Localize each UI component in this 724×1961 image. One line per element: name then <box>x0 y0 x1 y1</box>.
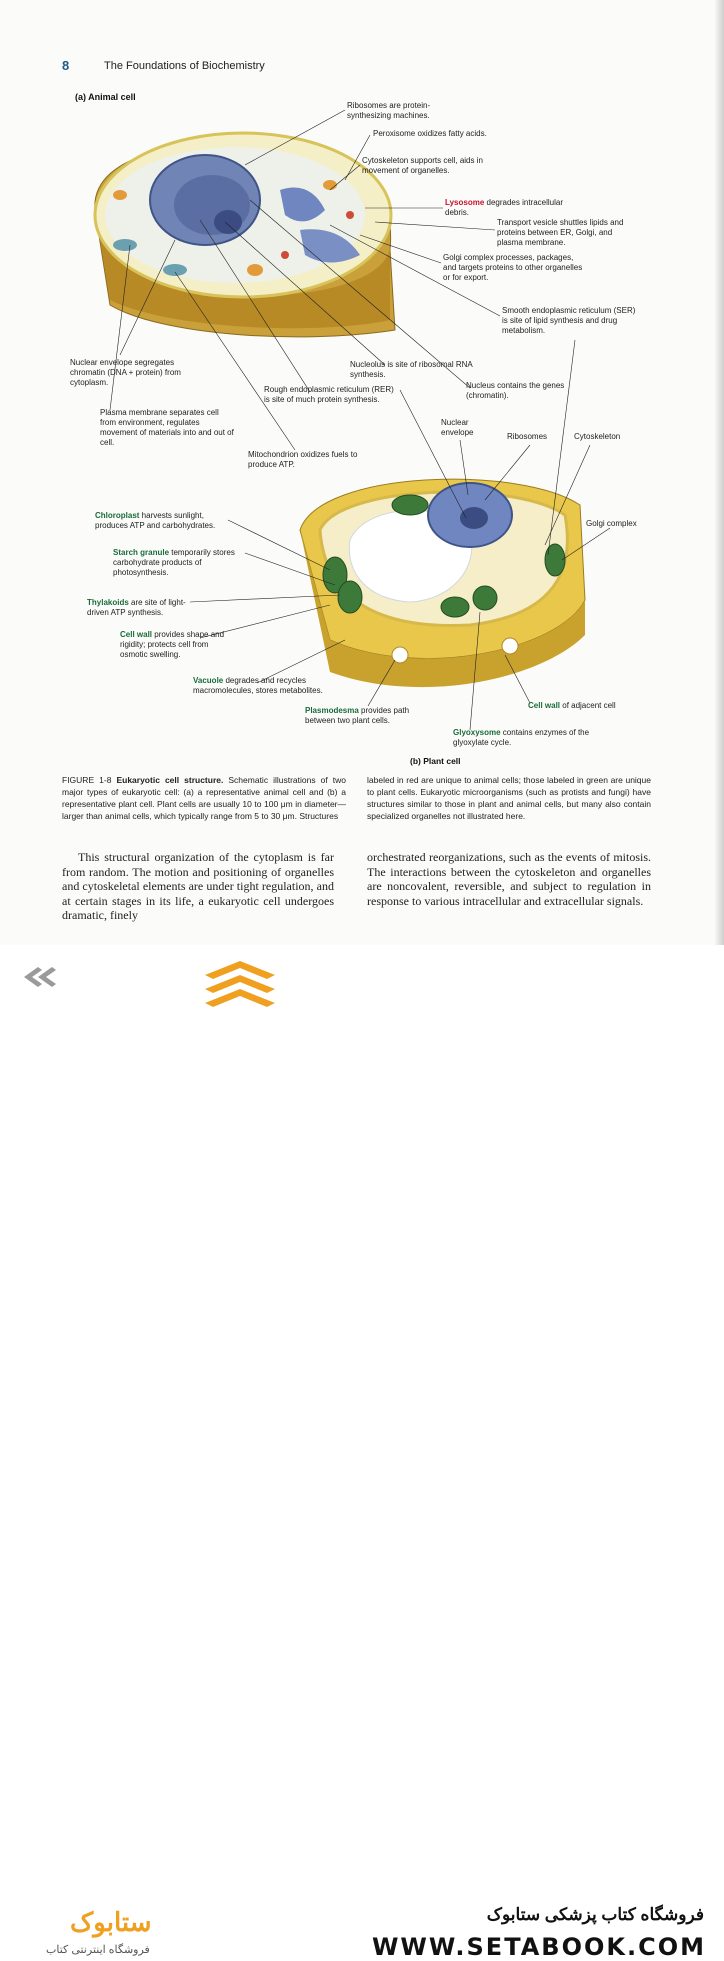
label-nuclear-envelope: Nuclear envelope segregates chromatin (D… <box>70 358 181 387</box>
starch-desc: temporarily stores carbohydrate products… <box>113 548 235 577</box>
label-rer: Rough endoplasmic reticulum (RER) is sit… <box>264 385 394 404</box>
figure-number: FIGURE 1-8 <box>62 775 112 785</box>
logo-subtitle: فروشگاه اینترنتی کتاب <box>46 1944 150 1956</box>
label-ser: Smooth endoplasmic reticulum (SER) is si… <box>502 306 636 335</box>
figure-title: Eukaryotic cell structure. <box>116 775 224 785</box>
lysosome-name: Lysosome <box>445 198 485 207</box>
label-starch-granule: Starch granule temporarily stores carboh… <box>113 548 248 578</box>
vacuole-desc: degrades and recycles macromolecules, st… <box>193 676 323 695</box>
body-text-left: This structural organization of the cyto… <box>62 850 334 922</box>
label-transport-vesicle: Transport vesicle shuttles lipids and pr… <box>497 218 624 247</box>
vacuole-name: Vacuole <box>193 676 224 685</box>
leader-lines <box>109 109 611 731</box>
shop-name: فروشگاه کتاب پزشکی ستابوک <box>486 1905 704 1924</box>
figure-caption-right: labeled in red are unique to animal cell… <box>367 775 651 821</box>
glyoxysome-desc: contains enzymes of the glyoxylate cycle… <box>453 728 590 747</box>
logo-wordmark: ستابوک <box>70 1907 152 1937</box>
plasmodesma-desc: provides path between two plant cells. <box>305 706 410 725</box>
label-vacuole: Vacuole degrades and recycles macromolec… <box>193 676 328 696</box>
glyoxysome-name: Glyoxysome <box>453 728 501 737</box>
thylakoids-name: Thylakoids <box>87 598 129 607</box>
label-peroxisome: Peroxisome oxidizes fatty acids. <box>373 129 487 138</box>
starch-name: Starch granule <box>113 548 170 557</box>
label-glyoxysome: Glyoxysome contains enzymes of the glyox… <box>453 728 598 748</box>
lysosome-desc: degrades intracellular debris. <box>445 198 563 217</box>
figure-caption-left: FIGURE 1-8 Eukaryotic cell structure. Sc… <box>62 774 346 822</box>
label-nucleolus: Nucleolus is site of ribosomal RNA synth… <box>350 360 473 379</box>
label-lysosome: Lysosome degrades intracellular debris. <box>445 198 575 218</box>
label-plasma-membrane: Plasma membrane separates cell from envi… <box>100 408 234 447</box>
label-chloroplast: Chloroplast harvests sunlight, produces … <box>95 511 230 531</box>
cell-figure <box>93 109 611 731</box>
label-plant-ribosomes: Ribosomes <box>507 432 548 441</box>
chloroplast-desc: harvests sunlight, produces ATP and carb… <box>95 511 216 530</box>
plasmodesma-name: Plasmodesma <box>305 706 359 715</box>
plant-cell-illustration <box>299 478 586 688</box>
label-golgi: Golgi complex processes, packages, and t… <box>443 253 583 282</box>
animal-cell-illustration <box>93 131 396 338</box>
label-plasmodesma: Plasmodesma provides path between two pl… <box>305 706 425 726</box>
cell-wall-name: Cell wall <box>120 630 153 639</box>
caption-left-text: Schematic illustrations of two major typ… <box>62 775 346 821</box>
running-head: The Foundations of Biochemistry <box>104 60 265 72</box>
adjacent-wall-name: Cell wall <box>528 701 561 710</box>
shop-url: WWW.SETABOOK.COM <box>371 1933 706 1961</box>
book-page: 8 The Foundations of Biochemistry <box>0 0 724 945</box>
page-gutter-shadow <box>714 0 724 945</box>
label-adjacent-cell-wall: Cell wall of adjacent cell <box>528 701 668 711</box>
label-nucleus: Nucleus contains the genes (chromatin). <box>466 381 565 400</box>
watermark-banner: ستابوک فروشگاه اینترنتی کتاب فروشگاه کتا… <box>0 945 724 1961</box>
label-plant-nuclear-envelope: Nuclear envelope <box>441 418 474 437</box>
animal-cell-title: (a) Animal cell <box>75 92 136 102</box>
label-thylakoids: Thylakoids are site of light-driven ATP … <box>87 598 197 618</box>
cell-wall-desc: provides shape and rigidity; protects ce… <box>120 630 225 659</box>
plant-cell-title: (b) Plant cell <box>410 756 461 766</box>
chloroplast-name: Chloroplast <box>95 511 140 520</box>
label-plant-golgi: Golgi complex <box>586 519 637 528</box>
body-text-right: orchestrated reorganizations, such as th… <box>367 850 651 908</box>
label-cell-wall: Cell wall provides shape and rigidity; p… <box>120 630 235 660</box>
thylakoids-desc: are site of light-driven ATP synthesis. <box>87 598 186 617</box>
label-mitochondrion: Mitochondrion oxidizes fuels to produce … <box>248 450 358 469</box>
page-number: 8 <box>62 58 70 73</box>
label-ribosomes: Ribosomes are protein-synthesizing machi… <box>347 101 431 120</box>
label-cytoskeleton: Cytoskeleton supports cell, aids in move… <box>362 156 483 175</box>
setabook-logo-icon <box>24 961 275 1007</box>
adjacent-wall-desc: of adjacent cell <box>560 701 616 710</box>
label-plant-cytoskeleton: Cytoskeleton <box>574 432 621 441</box>
